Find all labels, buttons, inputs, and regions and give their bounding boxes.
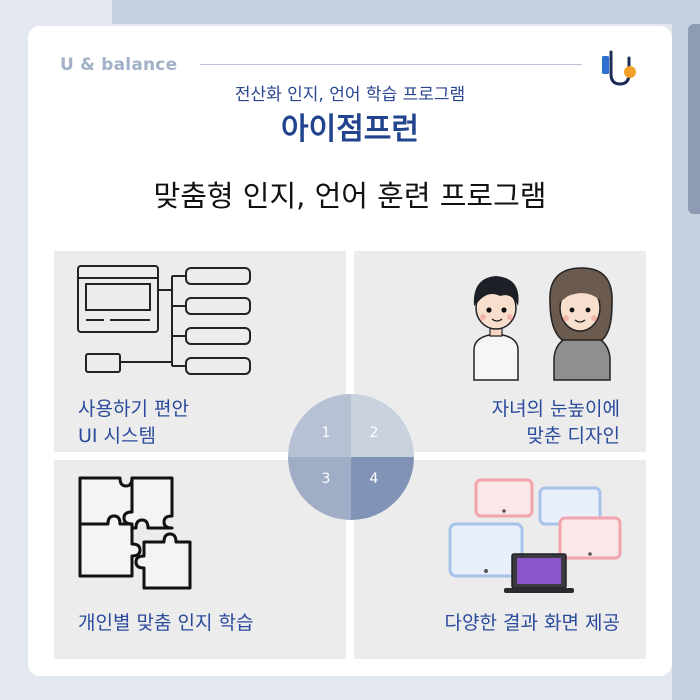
step-circle <box>288 394 414 520</box>
feature-label-4: 다양한 결과 화면 제공 <box>444 612 620 634</box>
kids-illustration <box>473 267 613 381</box>
feature-label-1: 사용하기 편안 UI 시스템 <box>78 396 189 450</box>
page-subtitle: 전산화 인지, 언어 학습 프로그램 <box>234 85 466 105</box>
background-band <box>112 0 700 24</box>
step-number-2: 2 <box>369 425 379 441</box>
step-number-4: 4 <box>369 471 379 487</box>
feature-label-2: 자녀의 눈높이에 맞춘 디자인 <box>492 396 620 450</box>
feature-2-line1: 자녀의 눈높이에 <box>491 398 620 420</box>
feature-1-line2: UI 시스템 <box>78 425 156 447</box>
section-heading: 맞춤형 인지, 언어 훈련 프로그램 <box>153 179 547 213</box>
brand-logo-icon <box>602 50 636 86</box>
step-number-1: 1 <box>321 425 331 441</box>
feature-1-line1: 사용하기 편안 <box>78 398 189 420</box>
brand-divider <box>200 64 582 65</box>
feature-2-line2: 맞춘 디자인 <box>526 425 620 447</box>
brand-name: U & balance <box>60 55 178 75</box>
scroll-tab <box>688 24 700 214</box>
feature-label-3: 개인별 맞춤 인지 학습 <box>78 612 254 634</box>
page-title: 아이점프런 <box>281 112 419 147</box>
step-number-3: 3 <box>321 471 331 487</box>
ui-diagram-icon <box>77 265 251 375</box>
puzzle-icon <box>78 476 192 590</box>
screens-icon <box>448 478 622 593</box>
